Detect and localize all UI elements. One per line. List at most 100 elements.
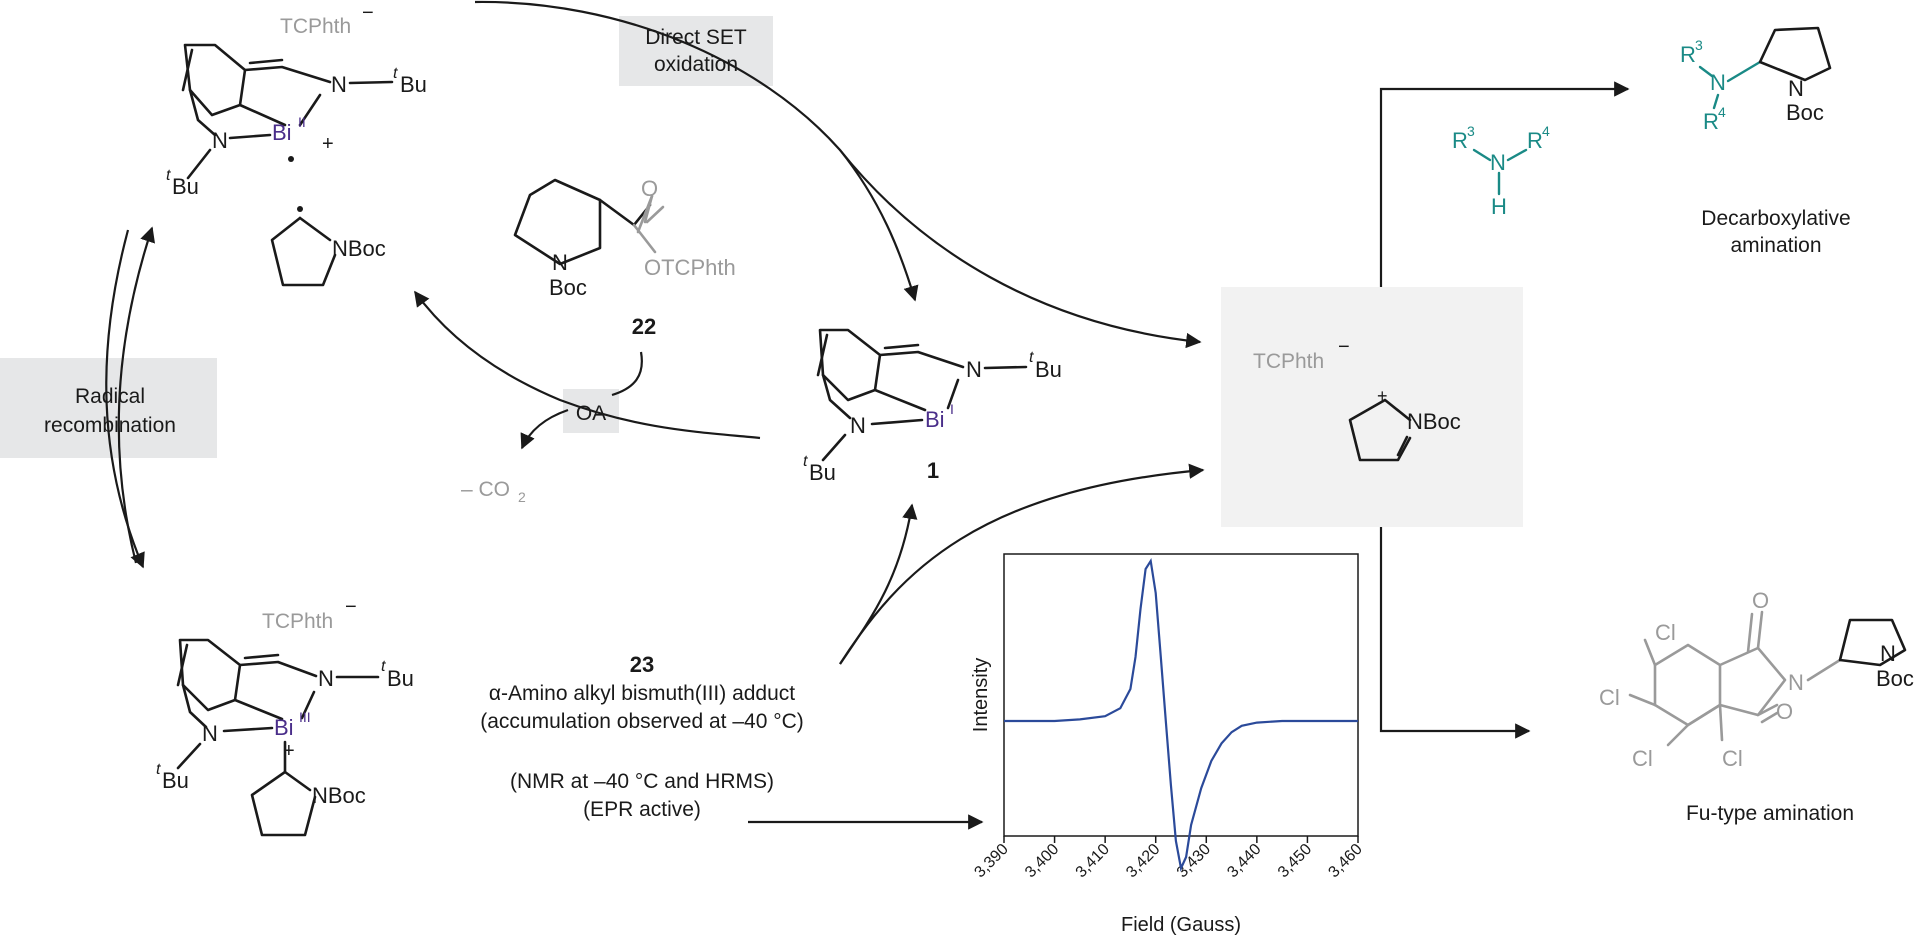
fu-type-product: O O N Cl Cl Cl Cl N Boc (1599, 588, 1914, 771)
x-tick-label: 3,440 (1224, 841, 1264, 881)
svg-text:t: t (803, 453, 808, 470)
adduct-description: α-Amino alkyl bismuth(III) adduct (489, 682, 795, 705)
set-arrow (474, 0, 919, 302)
svg-text:N: N (850, 413, 866, 438)
svg-text:TCPhth: TCPhth (1253, 350, 1324, 373)
radical-recombination-box (0, 358, 217, 458)
svg-text:I: I (950, 401, 954, 417)
svg-text:III: III (299, 709, 311, 725)
svg-text:II: II (298, 114, 306, 130)
decarboxylative-product: R 3 N R 4 N Boc (1680, 26, 1832, 134)
co2-arrow (520, 408, 569, 450)
svg-text:H: H (1491, 194, 1507, 219)
svg-text:3: 3 (1467, 123, 1475, 139)
svg-text:N: N (1710, 70, 1726, 95)
svg-text:Bu: Bu (809, 460, 836, 485)
adduct-to-iminium-arrow (839, 463, 1205, 665)
reagent-22: O OTCPhth N Boc 22 (513, 176, 736, 339)
plot-frame (1003, 553, 1359, 837)
svg-text:+: + (283, 740, 295, 762)
svg-text:Bu: Bu (387, 666, 414, 691)
tcphth-anion: TCPhth (280, 15, 351, 38)
svg-text:R: R (1703, 109, 1719, 134)
svg-text:N: N (1880, 641, 1896, 666)
svg-text:Cl: Cl (1599, 685, 1620, 710)
svg-text:Boc: Boc (1876, 666, 1914, 691)
bi3-adduct-23: TCPhth − N t Bu N Bi III + t Bu NBoc (156, 596, 414, 837)
to-fu-type-arrow (1379, 527, 1531, 739)
svg-text:N: N (1788, 76, 1804, 101)
svg-text:R: R (1527, 128, 1543, 153)
x-tick-label: 3,390 (971, 841, 1011, 881)
svg-text:t: t (1029, 349, 1034, 366)
svg-text:+: + (322, 133, 334, 155)
svg-text:OTCPhth: OTCPhth (644, 255, 736, 280)
svg-text:Cl: Cl (1632, 746, 1653, 771)
y-axis-label: Intensity (970, 658, 992, 732)
adduct-description: (accumulation observed at –40 °C) (480, 710, 804, 733)
svg-text:Cl: Cl (1722, 746, 1743, 771)
svg-text:NBoc: NBoc (312, 783, 366, 808)
svg-text:O: O (1776, 699, 1793, 724)
bi1-catalyst: N t Bu N Bi I t Bu 1 (803, 328, 1062, 485)
direct-set-label: Direct SET (645, 26, 747, 49)
to-decarboxylative-arrow (1379, 81, 1630, 287)
svg-text:N: N (1490, 150, 1506, 175)
radical-recombination-label: recombination (44, 414, 176, 437)
svg-text:t: t (156, 761, 161, 778)
svg-text:Bi: Bi (925, 407, 945, 432)
svg-text:2: 2 (518, 489, 526, 505)
svg-text:t: t (393, 65, 398, 82)
decarboxylative-label: amination (1730, 234, 1821, 257)
compound-22-number: 22 (632, 314, 656, 339)
svg-text:NBoc: NBoc (332, 236, 386, 261)
svg-text:N: N (212, 128, 228, 153)
svg-text:Boc: Boc (549, 275, 587, 300)
nmr-note: (NMR at –40 °C and HRMS) (510, 770, 774, 793)
iminium-ion-pair: TCPhth − + NBoc (1253, 336, 1461, 462)
svg-text:R: R (1680, 42, 1696, 67)
svg-text:O: O (641, 176, 658, 201)
x-tick-label: 3,460 (1325, 841, 1365, 881)
svg-text:R: R (1452, 128, 1468, 153)
svg-text:−: − (1338, 336, 1350, 358)
svg-text:N: N (202, 721, 218, 746)
x-tick-label: 3,400 (1022, 841, 1062, 881)
svg-text:Bu: Bu (172, 174, 199, 199)
x-axis-label: Field (Gauss) (1121, 914, 1241, 936)
fu-type-label: Fu-type amination (1686, 802, 1854, 825)
epr-note: (EPR active) (583, 798, 701, 821)
svg-text:Bu: Bu (162, 768, 189, 793)
svg-text:N: N (552, 250, 568, 275)
svg-text:Boc: Boc (1786, 100, 1824, 125)
amine-reagent: R 3 N R 4 H (1452, 123, 1550, 219)
svg-text:NBoc: NBoc (1407, 409, 1461, 434)
svg-text:t: t (166, 167, 171, 184)
svg-text:−: − (345, 596, 357, 618)
compound-1-number: 1 (927, 458, 939, 483)
svg-text:N: N (1788, 670, 1804, 695)
svg-text:+: + (1377, 386, 1388, 406)
svg-text:N: N (331, 72, 347, 97)
svg-text:3: 3 (1695, 37, 1703, 53)
equilibrium-down-arrow (105, 229, 145, 569)
x-tick-label: 3,410 (1073, 841, 1113, 881)
co2-byproduct: – CO (461, 478, 510, 501)
radical-recombination-label: Radical (75, 385, 145, 408)
set-to-iminium-arrow (839, 149, 1202, 349)
svg-text:Bi: Bi (274, 715, 294, 740)
svg-text:4: 4 (1542, 123, 1550, 139)
svg-text:N: N (318, 666, 334, 691)
svg-text:Cl: Cl (1655, 620, 1676, 645)
x-tick-label: 3,450 (1275, 841, 1315, 881)
svg-text:4: 4 (1718, 104, 1726, 120)
svg-text:N: N (966, 357, 982, 382)
direct-set-label: oxidation (654, 53, 738, 76)
anion-charge: − (362, 2, 374, 24)
bi2-radical-complex: TCPhth − N t Bu N Bi II + t Bu NBoc (166, 2, 427, 287)
bi-atom: Bi (272, 120, 292, 145)
svg-text:O: O (1752, 588, 1769, 613)
oa-arrow (414, 290, 761, 440)
